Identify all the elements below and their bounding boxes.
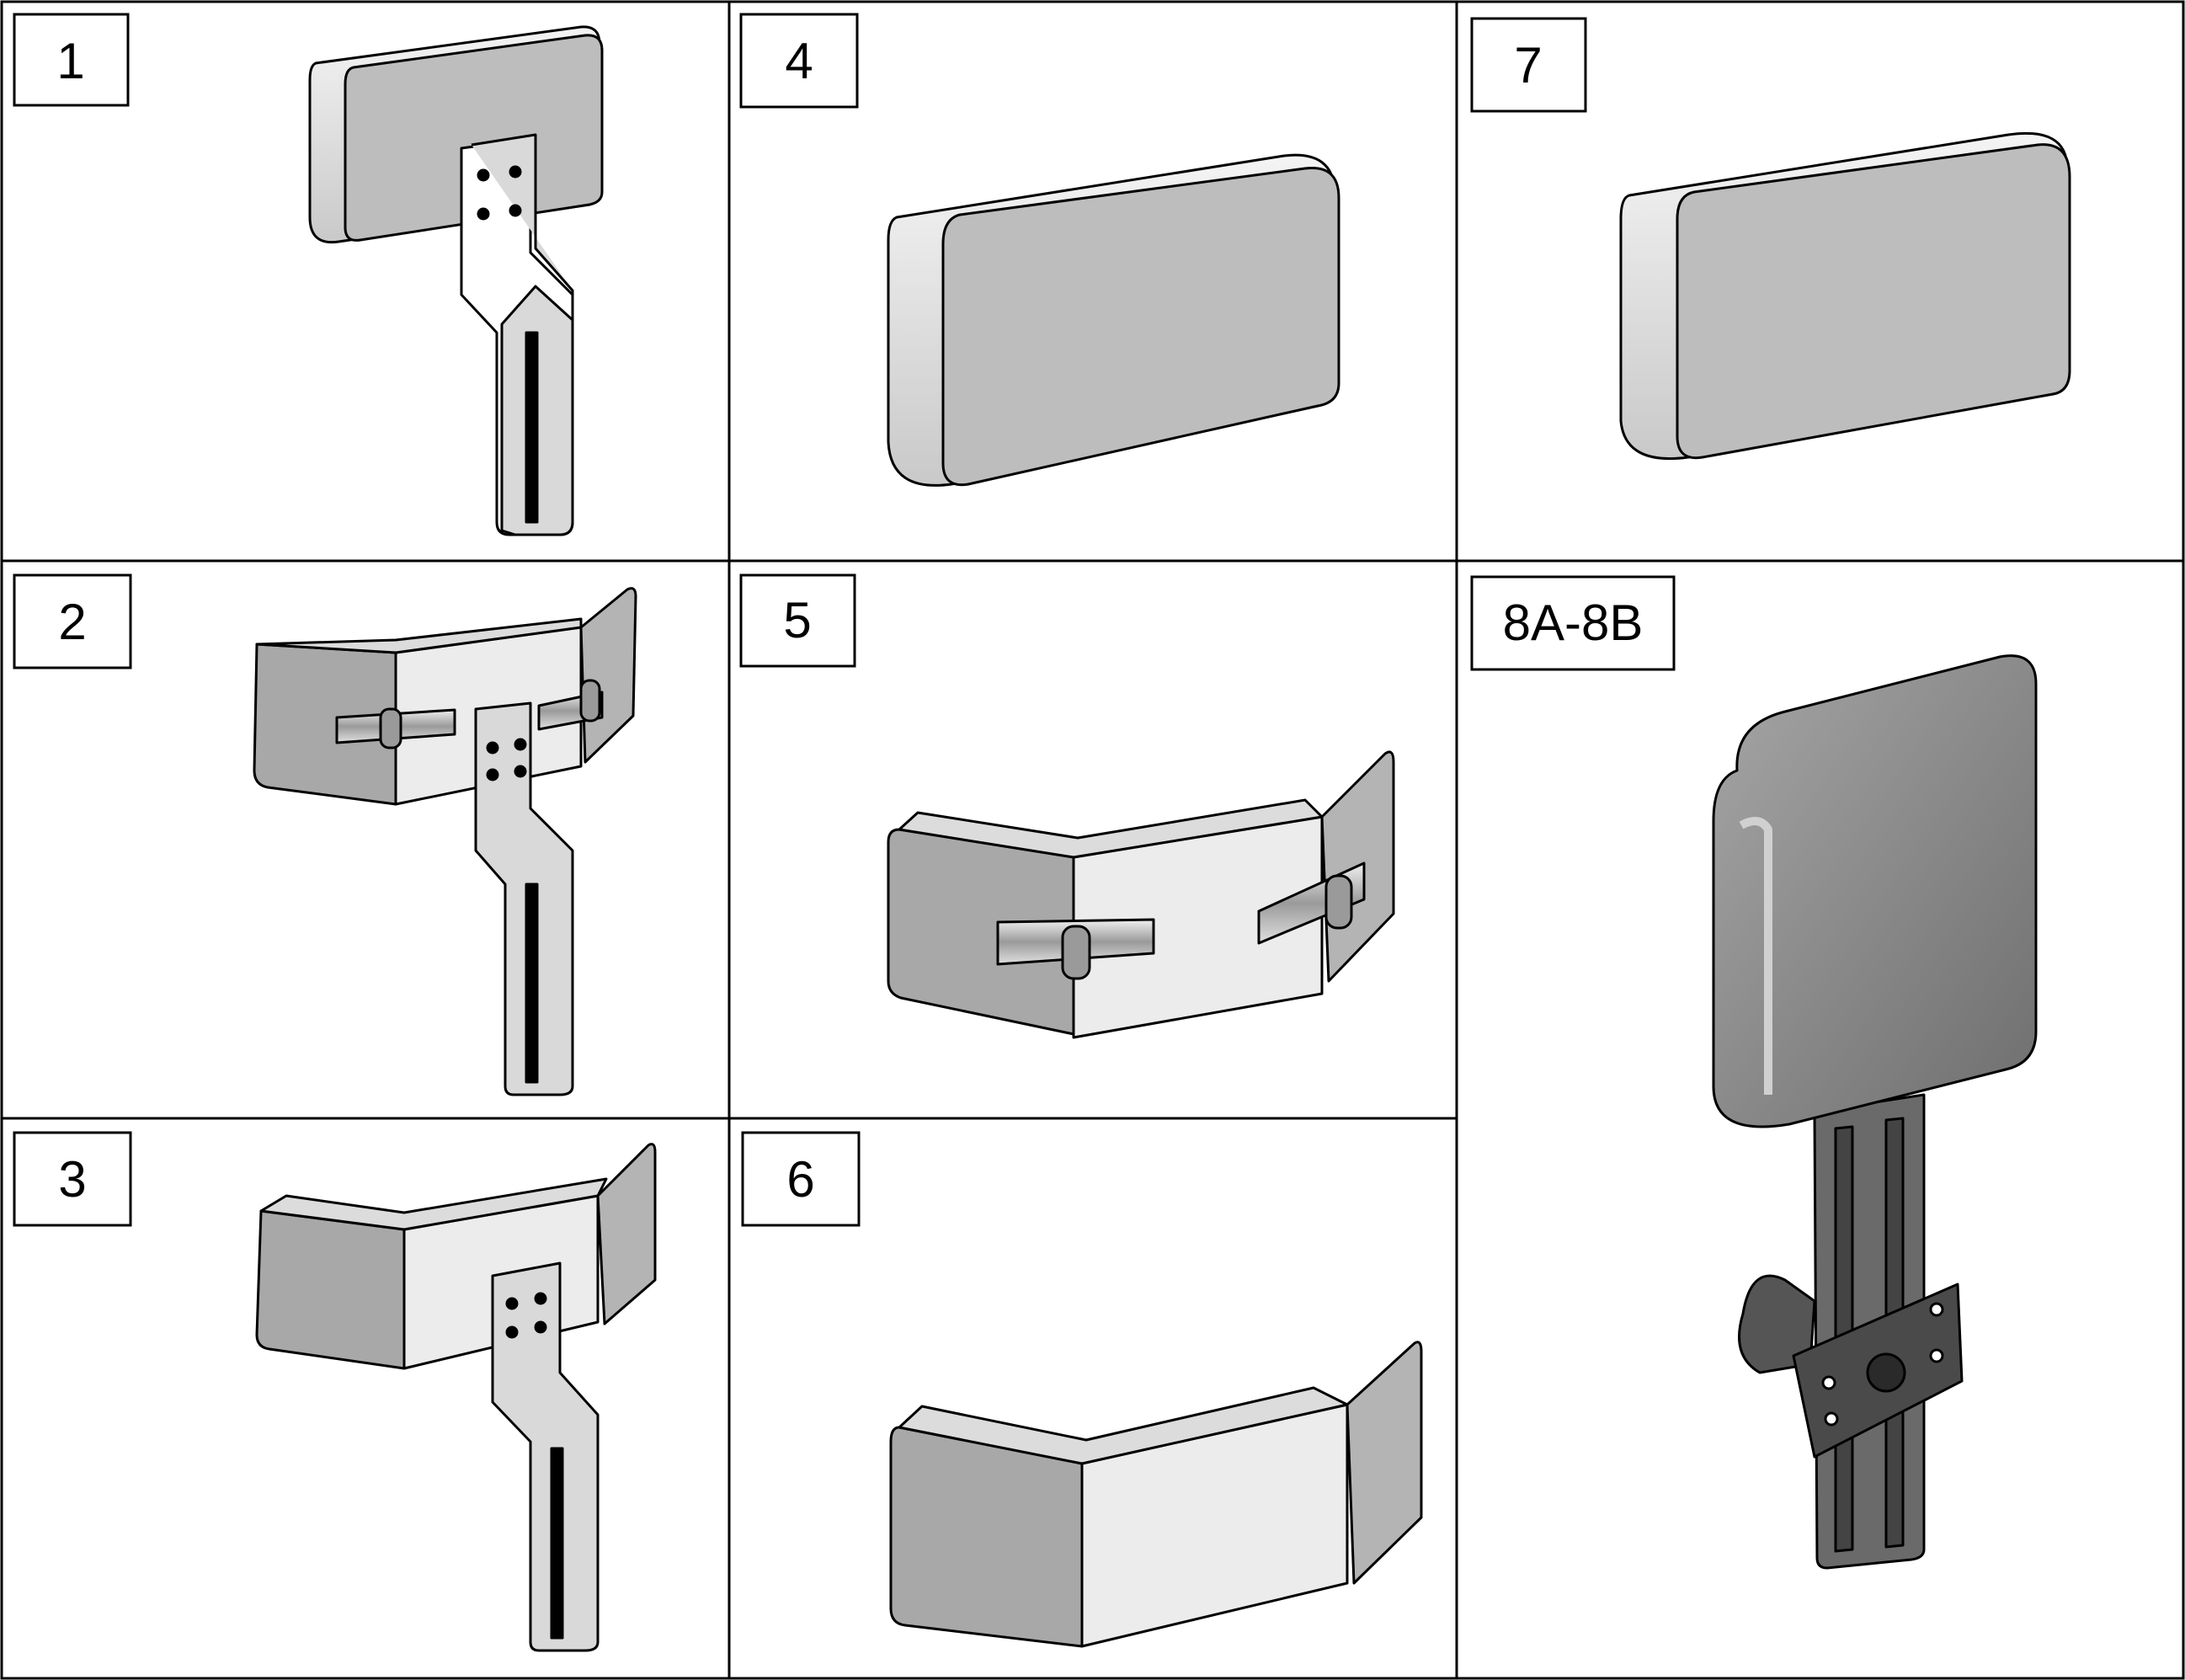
- illustration-6-three-piece-pad: [889, 1341, 1423, 1648]
- illustration-5-hinged-three-piece-pad: [887, 750, 1395, 1039]
- svg-text:2: 2: [58, 594, 86, 650]
- panel-label-7: 7: [1470, 17, 1587, 113]
- illustration-3-three-piece-pad-with-bracket: [255, 1143, 657, 1652]
- svg-text:7: 7: [1514, 37, 1542, 93]
- svg-text:8A-8B: 8A-8B: [1503, 595, 1644, 651]
- svg-text:6: 6: [786, 1151, 814, 1208]
- panel-label-3: 3: [13, 1131, 132, 1227]
- svg-text:3: 3: [58, 1151, 86, 1208]
- illustration-2-hinged-pad-with-bracket: [253, 587, 637, 1096]
- illustration-4-rectangular-pad: [887, 153, 1340, 487]
- illustration-7-rectangular-pad: [1619, 131, 2071, 461]
- panel-label-1: 1: [13, 13, 130, 107]
- svg-text:1: 1: [56, 33, 84, 89]
- svg-text:4: 4: [785, 33, 813, 89]
- illustration-8a-8b-pad-with-adjustable-mount: [1712, 654, 2038, 1570]
- illustration-1-pad-with-bracket: [308, 25, 604, 536]
- panel-label-8a-8b: 8A-8B: [1470, 575, 1676, 671]
- panel-label-2: 2: [13, 573, 132, 669]
- panel-label-5: 5: [739, 573, 856, 668]
- svg-text:5: 5: [783, 592, 811, 648]
- panel-label-6: 6: [741, 1131, 861, 1227]
- panel-label-4: 4: [739, 13, 859, 109]
